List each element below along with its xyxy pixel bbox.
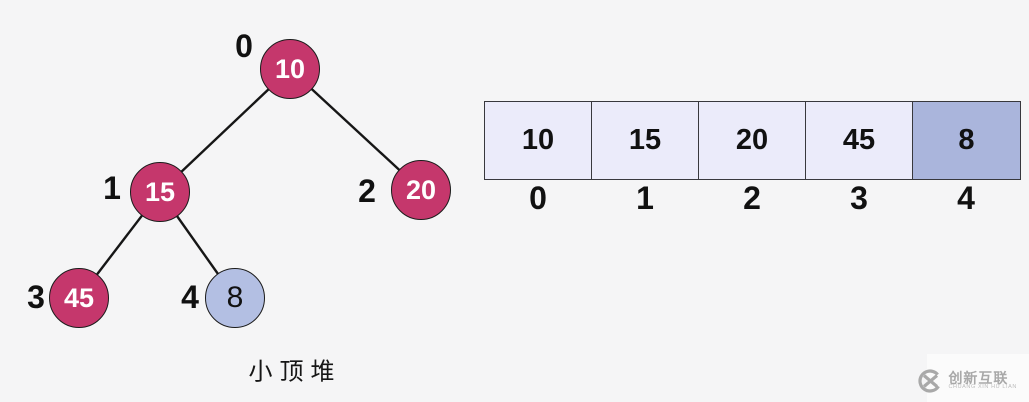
tree-node-left-child: 15 xyxy=(130,162,190,222)
array-cell-3: 45 xyxy=(806,102,913,179)
array-cell-2: 20 xyxy=(699,102,806,179)
tree-position-label-4: 4 xyxy=(181,279,199,315)
watermark-brand: 创新互联 xyxy=(948,369,1009,386)
tree-node-right-child: 20 xyxy=(391,160,451,220)
tree-position-label-1: 1 xyxy=(103,170,121,206)
watermark-text: 创新互联 CHUANG XIN HU LIAN xyxy=(948,371,1017,391)
array-index-1: 1 xyxy=(636,180,654,216)
watermark: 创新互联 CHUANG XIN HU LIAN xyxy=(917,368,1017,394)
array-index-2: 2 xyxy=(743,180,761,216)
array-index-3: 3 xyxy=(850,180,868,216)
array-index-0: 0 xyxy=(529,180,547,216)
array-cell-0: 10 xyxy=(485,102,592,179)
tree-position-label-0: 0 xyxy=(235,28,253,64)
tree-node-leaf-left: 45 xyxy=(49,268,109,328)
tree-node-leaf-highlighted: 8 xyxy=(205,268,265,328)
watermark-subtext: CHUANG XIN HU LIAN xyxy=(948,384,1017,391)
tree-node-root: 10 xyxy=(260,39,320,99)
array-cell-4-highlighted: 8 xyxy=(913,102,1020,179)
brand-logo-icon xyxy=(918,369,943,393)
heap-array: 10 15 20 45 8 xyxy=(484,101,1021,180)
tree-position-label-2: 2 xyxy=(358,173,376,209)
array-index-4: 4 xyxy=(957,180,975,216)
diagram-caption: 小顶堆 xyxy=(248,357,342,386)
array-cell-1: 15 xyxy=(592,102,699,179)
watermark-background xyxy=(927,354,1029,402)
tree-position-label-3: 3 xyxy=(27,279,45,315)
